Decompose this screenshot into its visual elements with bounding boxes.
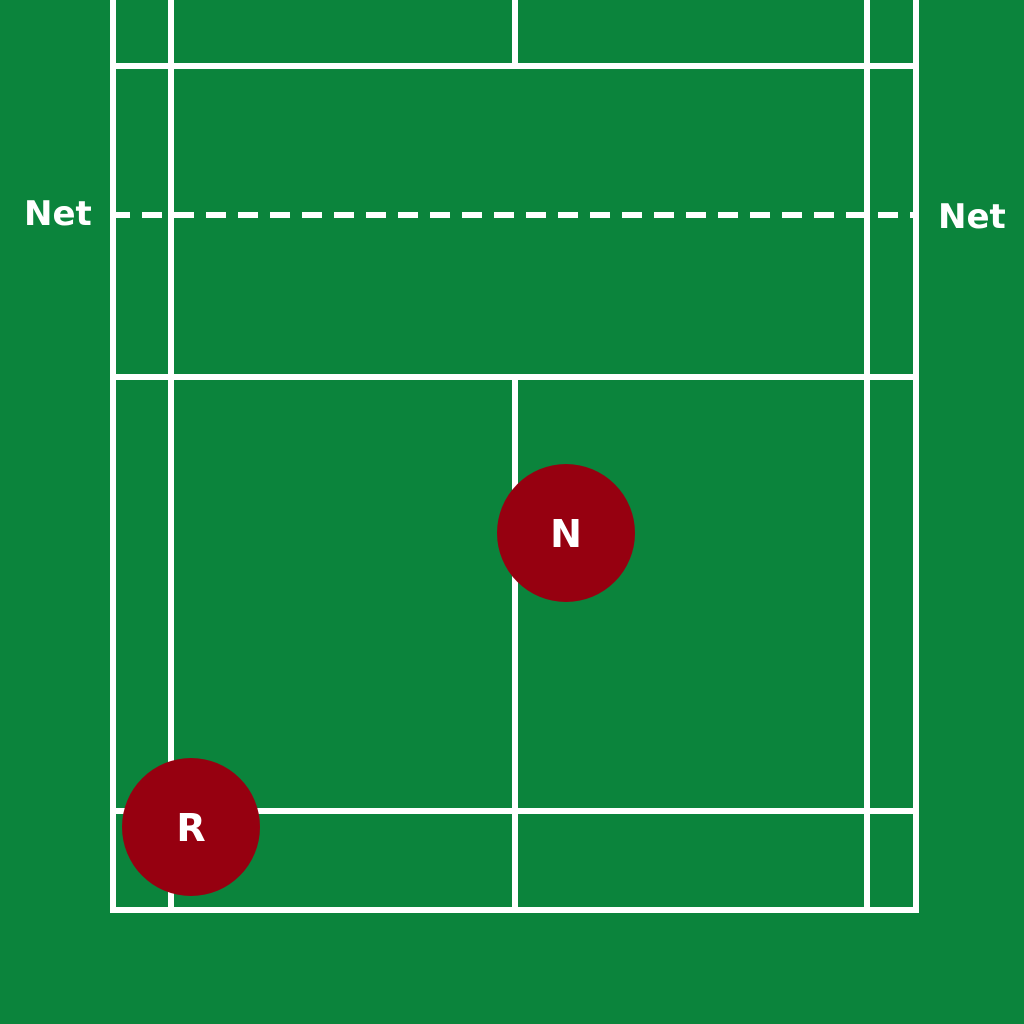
net-label-right: Net xyxy=(938,197,1006,237)
player-n-marker: N xyxy=(497,464,635,602)
player-r-marker: R xyxy=(122,758,260,896)
player-r-circle xyxy=(122,758,260,896)
net-label-left: Net xyxy=(24,194,92,234)
player-n-circle xyxy=(497,464,635,602)
player-r-letter: R xyxy=(176,806,205,850)
player-n-letter: N xyxy=(550,512,582,556)
